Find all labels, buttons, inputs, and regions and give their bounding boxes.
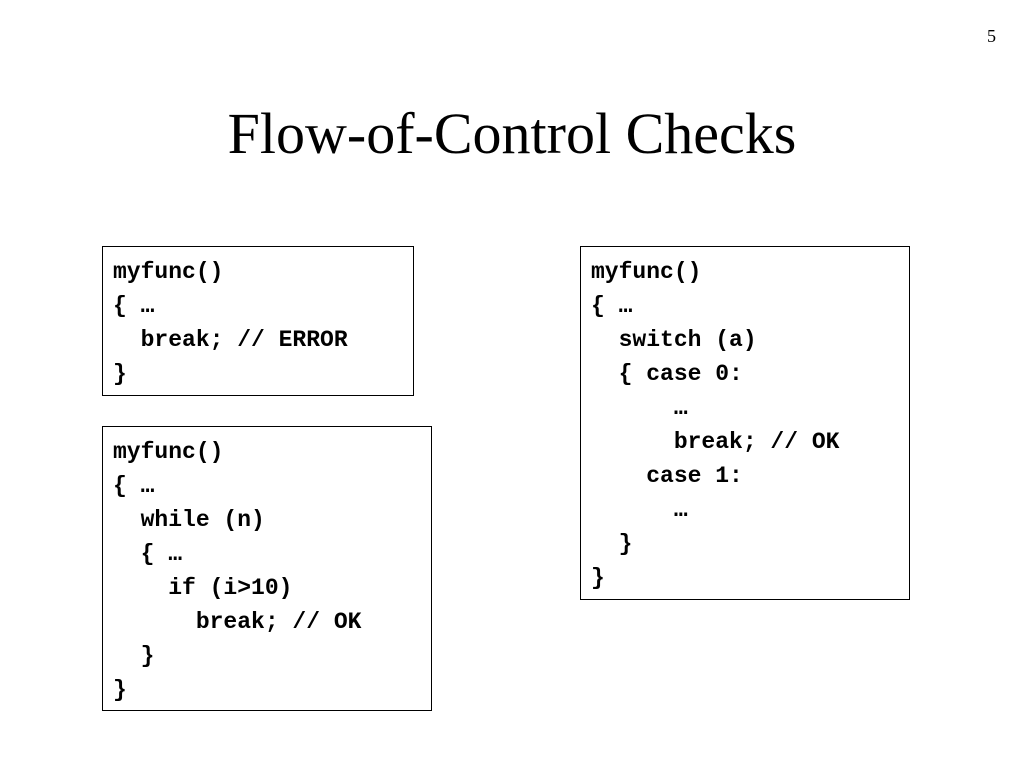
code-line: } bbox=[591, 531, 633, 557]
code-line: } bbox=[113, 677, 127, 703]
code-line: { … bbox=[591, 293, 633, 319]
code-line: break; // ERROR bbox=[113, 327, 348, 353]
code-box-while-break: myfunc() { … while (n) { … if (i>10) bre… bbox=[102, 426, 432, 711]
code-line: … bbox=[591, 497, 688, 523]
code-line: { … bbox=[113, 293, 155, 319]
code-line: break; // OK bbox=[591, 429, 840, 455]
page-number: 5 bbox=[987, 26, 996, 46]
code-line: switch (a) bbox=[591, 327, 757, 353]
code-line: case 1: bbox=[591, 463, 743, 489]
code-line: while (n) bbox=[113, 507, 265, 533]
code-box-break-error: myfunc() { … break; // ERROR } bbox=[102, 246, 414, 396]
slide-title: Flow-of-Control Checks bbox=[227, 101, 797, 166]
code-line: { … bbox=[113, 541, 183, 567]
code-line: } bbox=[591, 565, 605, 591]
code-box-switch-break: myfunc() { … switch (a) { case 0: … brea… bbox=[580, 246, 910, 600]
code-line: { case 0: bbox=[591, 361, 743, 387]
code-line: myfunc() bbox=[113, 439, 224, 465]
code-line: myfunc() bbox=[113, 259, 224, 285]
code-line: … bbox=[591, 395, 688, 421]
code-line: } bbox=[113, 643, 155, 669]
code-line: break; // OK bbox=[113, 609, 362, 635]
code-line: myfunc() bbox=[591, 259, 702, 285]
code-line: { … bbox=[113, 473, 155, 499]
code-line: } bbox=[113, 361, 127, 387]
code-line: if (i>10) bbox=[113, 575, 293, 601]
